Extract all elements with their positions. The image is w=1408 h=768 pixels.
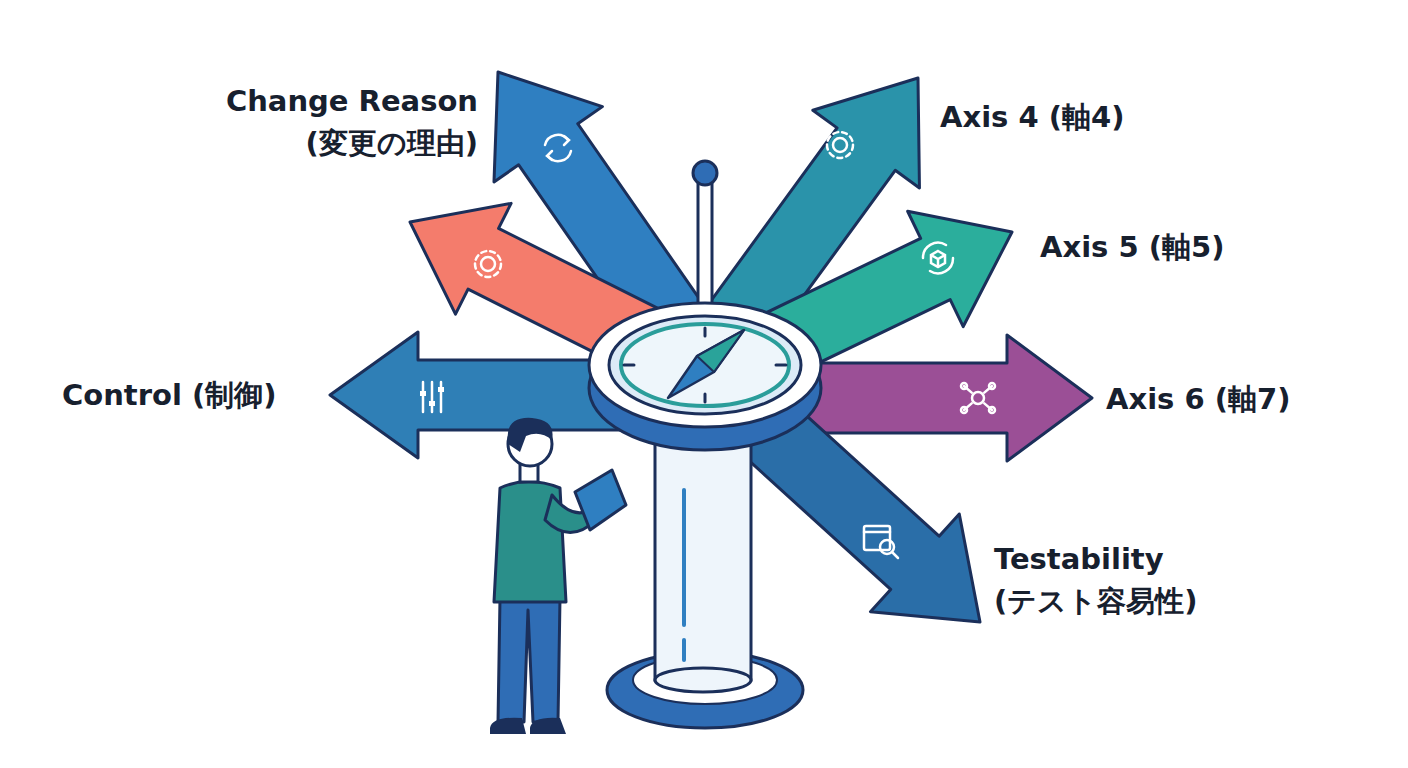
axis-label: Change Reason (変更の理由) [208, 80, 478, 164]
arrow-icon [864, 526, 898, 558]
compass-dial [589, 303, 821, 450]
axis-label: Axis 6 (軸7) [1106, 378, 1406, 420]
arrow-icon [545, 135, 571, 161]
arrow-icon [827, 132, 853, 158]
arrow-icon [475, 251, 501, 277]
axis-label: Axis 4 (軸4) [940, 96, 1240, 138]
arrow-icon [923, 243, 953, 274]
arrow-icon [420, 382, 444, 412]
axis-label: Testability (テスト容易性) [994, 538, 1254, 622]
arrow-icon [961, 383, 995, 413]
axis-label: Control (制御) [62, 374, 362, 416]
person-figure [490, 418, 626, 734]
compass-pillar [607, 405, 803, 728]
axis-label: Axis 5 (軸5) [1040, 226, 1340, 268]
